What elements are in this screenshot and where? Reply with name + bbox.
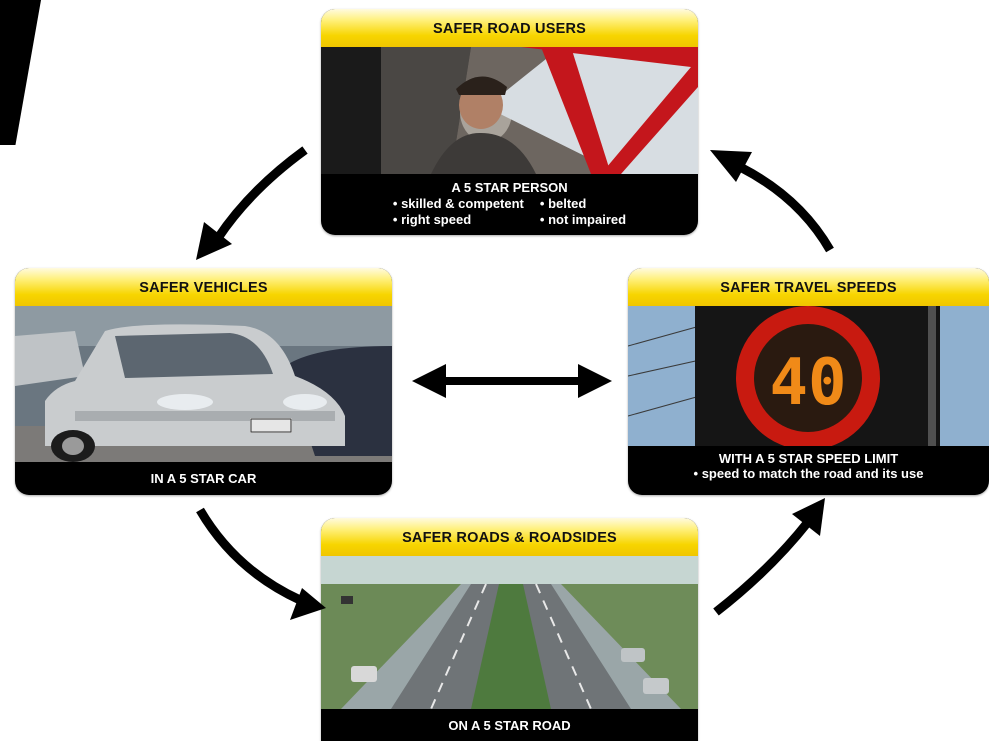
speed-sign-photo: 40 — [628, 306, 989, 446]
bullet-item: not impaired — [540, 212, 626, 228]
double-arrow-icon — [412, 364, 612, 398]
speed-limit-digits: 40 — [769, 346, 846, 420]
card-title: SAFER VEHICLES — [15, 268, 392, 306]
card-title: SAFER ROAD USERS — [321, 9, 698, 47]
curved-arrow-icon — [196, 507, 326, 620]
card-safer-travel-speeds: SAFER TRAVEL SPEEDS 40 WITH A 5 STAR SPE… — [628, 268, 989, 495]
curved-arrow-icon — [710, 150, 834, 253]
caption-heading: WITH A 5 STAR SPEED LIMIT — [718, 451, 899, 466]
curved-arrow-icon — [713, 498, 825, 616]
bullet-item: belted — [540, 196, 626, 212]
road-photo — [321, 556, 698, 709]
bullet-item: speed to match the road and its use — [628, 466, 989, 481]
card-title: SAFER TRAVEL SPEEDS — [628, 268, 989, 306]
car-photo — [15, 306, 392, 462]
caption: WITH A 5 STAR SPEED LIMIT speed to match… — [628, 451, 989, 481]
curved-arrow-icon — [196, 146, 308, 260]
card-title: SAFER ROADS & ROADSIDES — [321, 518, 698, 556]
card-safer-roads: SAFER ROADS & ROADSIDES ON A 5 STAR ROAD — [321, 518, 698, 741]
bullet-item: skilled & competent — [393, 196, 524, 212]
caption-heading: IN A 5 STAR CAR — [150, 471, 257, 486]
caption-heading: A 5 STAR PERSON — [451, 180, 568, 195]
caption-heading: ON A 5 STAR ROAD — [448, 718, 571, 733]
card-safer-road-users: SAFER ROAD USERS A 5 STAR PERSON skilled… — [321, 9, 698, 235]
caption: ON A 5 STAR ROAD — [321, 718, 698, 733]
bullet-text: speed to match the road and its use — [694, 466, 924, 481]
caption: A 5 STAR PERSON skilled & competent belt… — [321, 180, 698, 228]
driver-photo — [321, 47, 698, 174]
bullet-list: skilled & competent belted right speed n… — [321, 196, 698, 228]
bullet-item: right speed — [393, 212, 524, 228]
card-safer-vehicles: SAFER VEHICLES IN A 5 STAR CAR — [15, 268, 392, 495]
caption: IN A 5 STAR CAR — [15, 471, 392, 486]
decorative-slash — [0, 0, 45, 145]
